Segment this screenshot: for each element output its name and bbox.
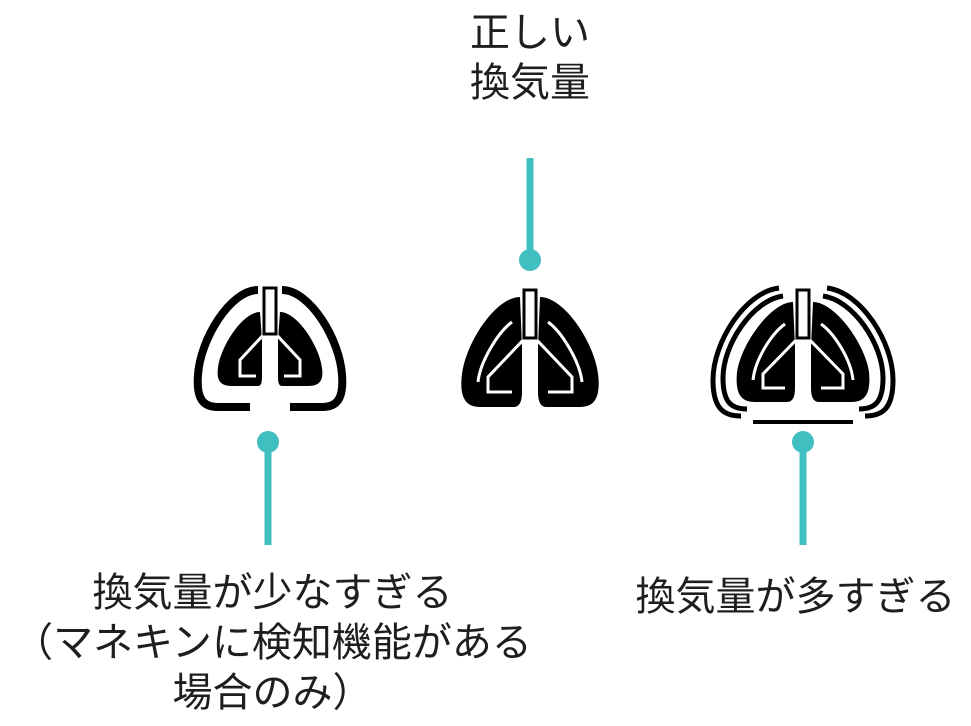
label-ventilation-too-low: 換気量が少なすぎる （マネキンに検知機能がある 場合のみ） (13, 570, 532, 716)
lungs-overinflated-icon (710, 285, 896, 424)
label-ventilation-too-high: 換気量が多すぎる (635, 574, 956, 620)
label-correct-ventilation: 正しい 換気量 (470, 10, 590, 106)
connector-dot (519, 249, 541, 271)
lungs-normal-icon (461, 288, 599, 407)
connector-left (257, 431, 279, 545)
connector-right (792, 431, 814, 545)
connector-top (519, 158, 541, 271)
lungs-underinflated-icon (193, 286, 347, 411)
